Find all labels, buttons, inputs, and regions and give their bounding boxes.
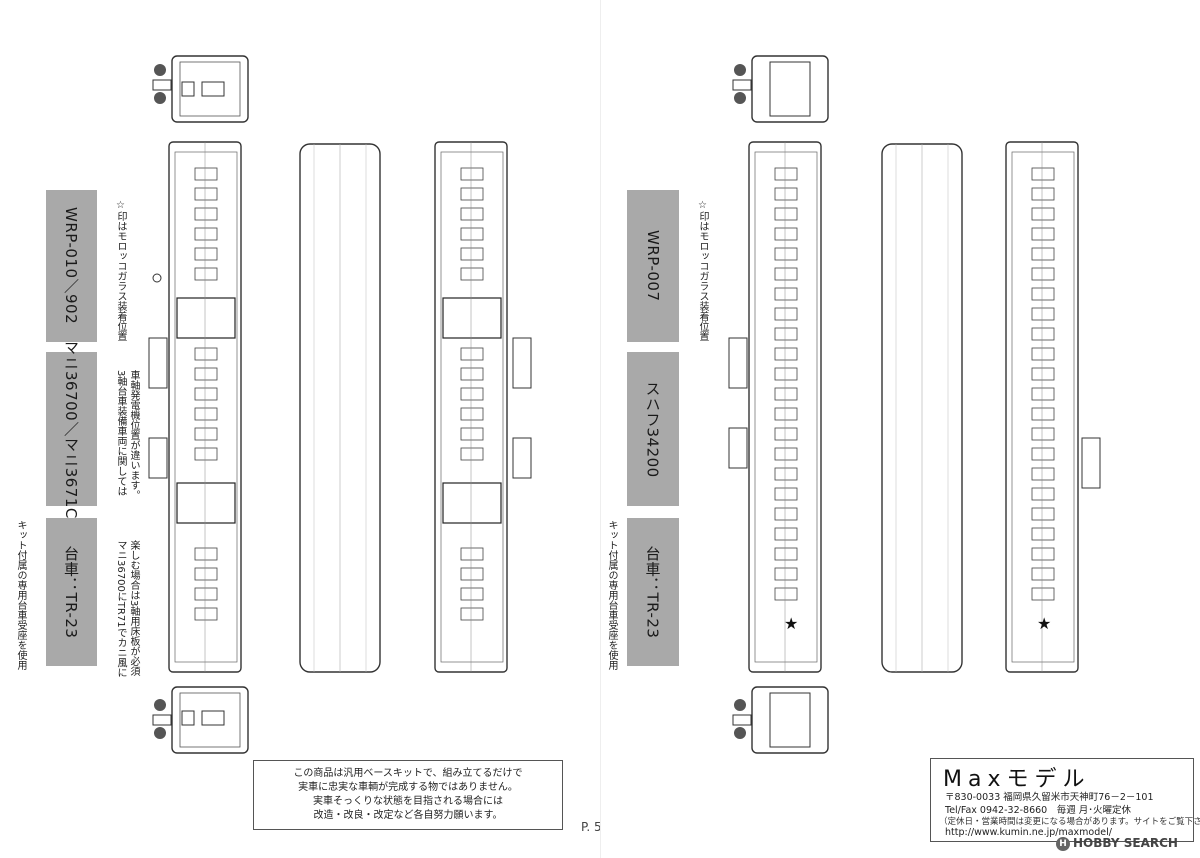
notice-box: この商品は汎用ベースキットで、組み立てるだけで 実車に忠実な車輌が完成する物では…: [253, 760, 563, 830]
maker-info-box: Maxモデル 〒830-0033 福岡県久留米市天神町76－2－101 Tel/…: [930, 758, 1200, 842]
right-car-label: スハフ34200: [643, 380, 662, 478]
notice-line-2: 実車に忠実な車輌が完成する物ではありません。: [298, 782, 518, 793]
maker-url[interactable]: http://www.kumin.ne.jp/maxmodel/: [945, 827, 1112, 838]
maker-name: Maxモデル: [943, 767, 1091, 792]
star-icon: ★: [1037, 614, 1052, 633]
left-note-car-4: 楽しむ場合は3軸用床板が必須: [128, 540, 139, 677]
right-note-glass: ☆印はモロッコガラス装着位置: [697, 200, 708, 341]
watermark-text: HOBBY SEARCH: [1073, 836, 1178, 850]
right-end-view-top: [732, 55, 829, 123]
left-car-label-box: マニ36700／マニ3671C: [46, 340, 97, 518]
notice-line-1: この商品は汎用ベースキットで、組み立てるだけで: [293, 768, 523, 779]
maker-note: （定休日・営業時間は変更になる場合があります。サイトをご覧下さい）: [939, 817, 1200, 827]
right-roof-view: [881, 143, 963, 673]
maker-address: 〒830-0033 福岡県久留米市天神町76－2－101: [945, 792, 1154, 803]
right-bogie-label: 台車：TR-23: [643, 545, 662, 639]
right-car-label-box: スハフ34200: [627, 352, 679, 506]
notice-line-4: 改造・改良・改定など各自努力願います。: [313, 810, 503, 821]
right-side-view-a: [728, 141, 822, 673]
page-fold: [600, 0, 601, 858]
right-model-label-box: WRP-007: [627, 190, 679, 342]
right-side-view-b: [1005, 141, 1101, 673]
right-note-bogie: キット付属の専用台車受座を使用: [606, 520, 617, 670]
left-note-glass: ☆印はモロッコガラス装着位置: [115, 200, 126, 341]
left-side-view-b: [434, 141, 532, 673]
right-model-label: WRP-007: [644, 230, 662, 302]
left-end-view-bottom: [152, 686, 249, 754]
star-icon: ★: [784, 614, 799, 633]
notice-line-3: 実車そっくりな状態を目指される場合には: [313, 796, 503, 807]
left-note-car-1: 3軸台車装備車両に関しては: [115, 370, 126, 497]
left-side-view-a: [148, 141, 242, 673]
left-car-label: マニ36700／マニ3671C: [62, 339, 80, 519]
left-bogie-label-box: 台車：TR-23: [46, 518, 97, 666]
left-model-label: WRP-010／902: [62, 207, 80, 325]
left-note-bogie: キット付属の専用台車受座を使用: [15, 520, 26, 670]
page-number: P. 5: [581, 820, 602, 834]
left-roof-view: [299, 143, 381, 673]
hobby-search-logo-icon: H: [1056, 836, 1070, 851]
right-bogie-label-box: 台車：TR-23: [627, 518, 679, 666]
left-note-car-2: 車軸発電機位置が違います。: [128, 370, 139, 500]
maker-tel: Tel/Fax 0942-32-8660 毎週 月･火曜定休: [945, 805, 1131, 816]
left-end-view-top: [152, 55, 249, 123]
left-bogie-label: 台車：TR-23: [62, 545, 80, 639]
left-model-label-box: WRP-010／902: [46, 190, 97, 342]
left-note-car-3: マニ36700にTR71でカニ風に: [115, 540, 126, 678]
right-end-view-bottom: [732, 686, 829, 754]
